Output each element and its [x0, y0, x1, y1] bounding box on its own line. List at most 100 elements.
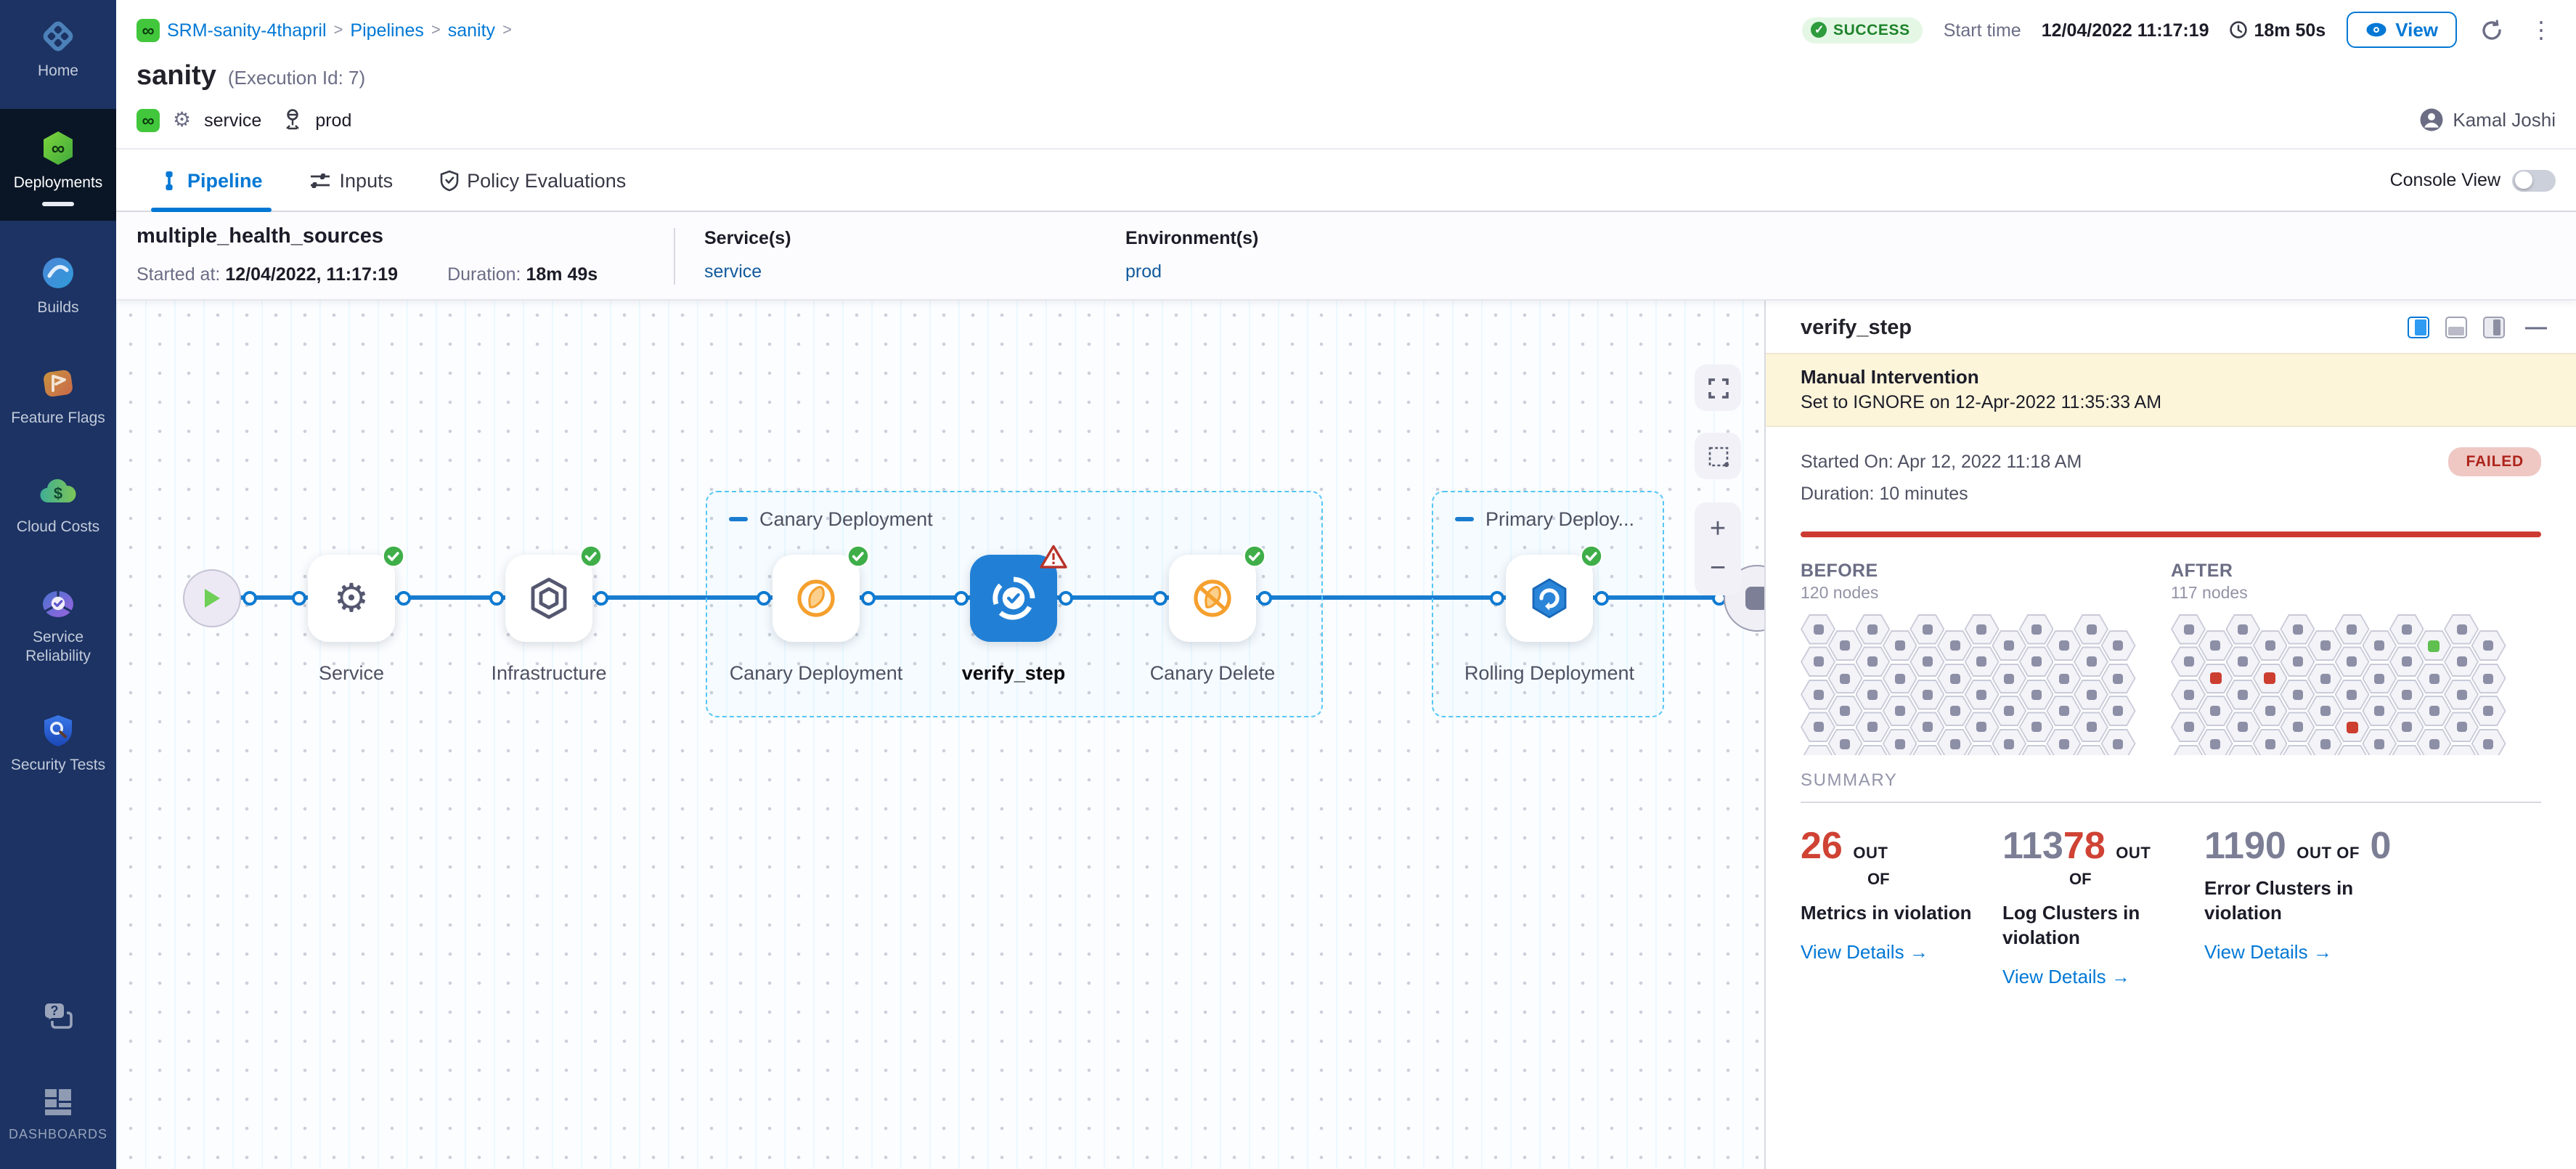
sidebar-item-label: Deployments	[14, 174, 103, 192]
pipeline-start-node[interactable]	[183, 569, 241, 627]
node-hex	[2307, 663, 2342, 693]
pipeline-node-canary-deployment[interactable]	[773, 555, 860, 642]
selection-button[interactable]	[1695, 433, 1741, 479]
user-icon	[2419, 107, 2444, 132]
svg-text:?: ?	[51, 1003, 59, 1018]
page-title: sanity	[136, 61, 216, 93]
pipeline-node-rolling-deployment[interactable]	[1506, 555, 1593, 642]
stage-group-label[interactable]: Primary Deploy...	[1455, 508, 1634, 530]
verify-icon	[992, 577, 1035, 620]
tab-inputs[interactable]: Inputs	[286, 150, 417, 211]
node-status-badge	[847, 545, 870, 568]
minimize-panel-button[interactable]: —	[2525, 315, 2547, 340]
sidebar-item-dashboards[interactable]: DASHBOARDS	[0, 1070, 116, 1154]
svg-text:$: $	[54, 485, 62, 503]
arrow-right-icon: →	[2313, 940, 2332, 962]
node-hex	[2101, 696, 2136, 726]
layout-right-view-button[interactable]	[2408, 317, 2429, 338]
after-node-grid[interactable]	[2171, 614, 2519, 755]
before-node-grid[interactable]	[1801, 614, 2149, 755]
environment-tag: prod	[315, 110, 351, 130]
node-hex	[2046, 630, 2081, 661]
node-hex	[2471, 663, 2506, 693]
sidebar-item-security-tests[interactable]: Security Tests	[0, 698, 116, 788]
console-view-toggle[interactable]	[2512, 169, 2556, 191]
node-hex	[2253, 630, 2288, 661]
breadcrumb-separator: >	[502, 21, 512, 38]
service-link[interactable]: service	[704, 261, 1125, 282]
breadcrumb-project-link[interactable]: SRM-sanity-4thapril	[167, 20, 327, 40]
sidebar-item-home[interactable]: Home	[0, 0, 116, 94]
node-hex	[2046, 696, 2081, 726]
view-details-link[interactable]: View Details →	[2002, 965, 2184, 987]
node-hex	[1992, 630, 2026, 661]
pipeline-node-infrastructure[interactable]	[505, 555, 592, 642]
breadcrumb-separator: >	[431, 21, 441, 38]
breadcrumb: ∞ SRM-sanity-4thapril > Pipelines > sani…	[136, 18, 512, 41]
environment-link[interactable]: prod	[1125, 261, 1546, 282]
sidebar-item-cloud-costs[interactable]: $ Cloud Costs	[0, 461, 116, 550]
node-hex	[2198, 696, 2233, 726]
sidebar-item-deployments[interactable]: ∞ Deployments	[0, 108, 116, 221]
run-info-bar: multiple_health_sources Started at: 12/0…	[116, 212, 2576, 301]
node-hex	[1855, 647, 1890, 677]
edge-connector	[594, 590, 608, 605]
breadcrumb-pipeline-link[interactable]: sanity	[448, 20, 495, 40]
layout-minimized-view-button[interactable]	[2483, 317, 2505, 338]
sidebar-item-service-reliability[interactable]: Service Reliability	[0, 571, 116, 678]
collapse-icon[interactable]	[1455, 517, 1474, 522]
node-hex	[1965, 712, 2000, 743]
node-status-badge	[579, 545, 603, 568]
pipeline-node-canary-delete[interactable]	[1169, 555, 1256, 642]
pipeline-node-service[interactable]: ⚙	[308, 555, 395, 642]
zoom-out-button[interactable]: −	[1710, 555, 1726, 582]
pipeline-canvas[interactable]: Canary DeploymentPrimary Deploy...⚙Servi…	[116, 301, 1764, 1169]
node-hex	[1828, 696, 1863, 726]
services-label: Service(s)	[704, 228, 1125, 248]
node-label: Infrastructure	[455, 659, 643, 688]
stage-group-label[interactable]: Canary Deployment	[729, 508, 933, 530]
view-details-link[interactable]: View Details →	[2204, 940, 2391, 962]
stage-group-name: multiple_health_sources	[136, 225, 674, 248]
view-button[interactable]: View	[2346, 12, 2457, 48]
more-options-button[interactable]: ⋮	[2527, 12, 2556, 47]
breadcrumb-separator: >	[334, 21, 343, 38]
zoom-controls: + −	[1695, 502, 1741, 595]
node-label: Canary Deployment	[722, 659, 910, 688]
view-details-link[interactable]: View Details →	[1801, 940, 1982, 962]
tab-policy-evaluations[interactable]: Policy Evaluations	[416, 150, 649, 211]
sidebar-item-builds[interactable]: Builds	[0, 241, 116, 330]
tab-pipeline[interactable]: Pipeline	[136, 150, 286, 211]
node-hex	[1801, 680, 1835, 710]
edge-connector	[489, 590, 504, 605]
collapse-icon[interactable]	[729, 517, 748, 522]
sidebar-item-label: Service Reliability	[3, 629, 113, 665]
node-hex	[2253, 696, 2288, 726]
node-hex	[2019, 647, 2054, 677]
summary-metric: 26 OUT OF Metrics in violation View Deta…	[1801, 826, 1982, 987]
edge-connector	[861, 590, 876, 605]
node-hex	[2198, 728, 2233, 754]
failure-progress-bar	[1801, 531, 2541, 537]
node-hex	[2198, 663, 2233, 693]
node-hex	[2389, 647, 2424, 677]
node-hex	[2225, 647, 2260, 677]
pipeline-node-verify-step[interactable]	[970, 555, 1057, 642]
notice-title: Manual Intervention	[1801, 366, 2541, 388]
node-hex	[2444, 647, 2479, 677]
node-hex	[1828, 663, 1863, 693]
refresh-button[interactable]	[2477, 15, 2506, 44]
before-node-count: 120 nodes	[1801, 585, 2149, 603]
zoom-in-button[interactable]: +	[1710, 516, 1726, 543]
layout-bottom-view-button[interactable]	[2445, 317, 2467, 338]
sidebar-item-feature-flags[interactable]: Feature Flags	[0, 351, 116, 441]
node-status-badge	[1580, 545, 1603, 568]
sidebar-item-help[interactable]: ?	[0, 983, 116, 1047]
breadcrumb-pipelines-link[interactable]: Pipelines	[350, 20, 423, 40]
node-hex	[1937, 630, 1972, 661]
fullscreen-button[interactable]	[1695, 364, 1741, 411]
run-duration-value: 18m 49s	[526, 264, 598, 285]
infrastructure-icon	[529, 577, 569, 620]
node-hex	[1855, 614, 1890, 645]
manual-intervention-notice: Manual Intervention Set to IGNORE on 12-…	[1766, 353, 2576, 427]
